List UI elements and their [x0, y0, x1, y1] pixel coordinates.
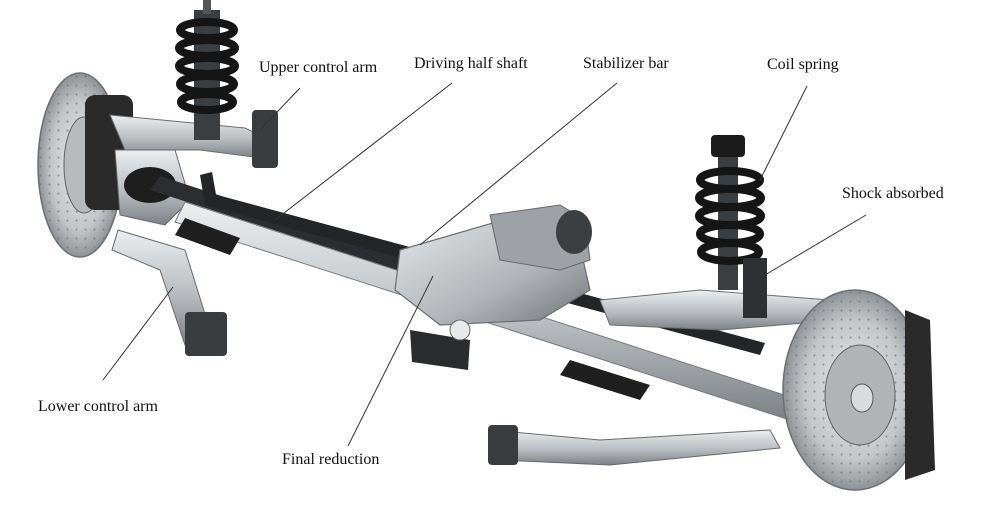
label-final-reduction: Final reduction	[282, 451, 380, 468]
right-brake-disc	[782, 289, 935, 491]
final-reduction-housing	[394, 204, 592, 370]
label-lower-control-arm: Lower control arm	[38, 398, 158, 415]
right-lower-control-arm	[488, 425, 781, 466]
label-shock-absorbed: Shock absorbed	[842, 185, 944, 202]
label-driving-half-shaft: Driving half shaft	[414, 55, 528, 72]
right-coil-spring	[695, 135, 767, 318]
label-coil-spring: Coil spring	[767, 56, 839, 73]
label-upper-control-arm: Upper control arm	[259, 59, 378, 76]
leader-lines	[102, 82, 867, 447]
label-stabilizer-bar: Stabilizer bar	[583, 55, 669, 72]
left-lower-control-arm	[111, 229, 227, 356]
left-upper-control-arm	[109, 110, 278, 168]
left-coil-spring	[175, 0, 239, 140]
